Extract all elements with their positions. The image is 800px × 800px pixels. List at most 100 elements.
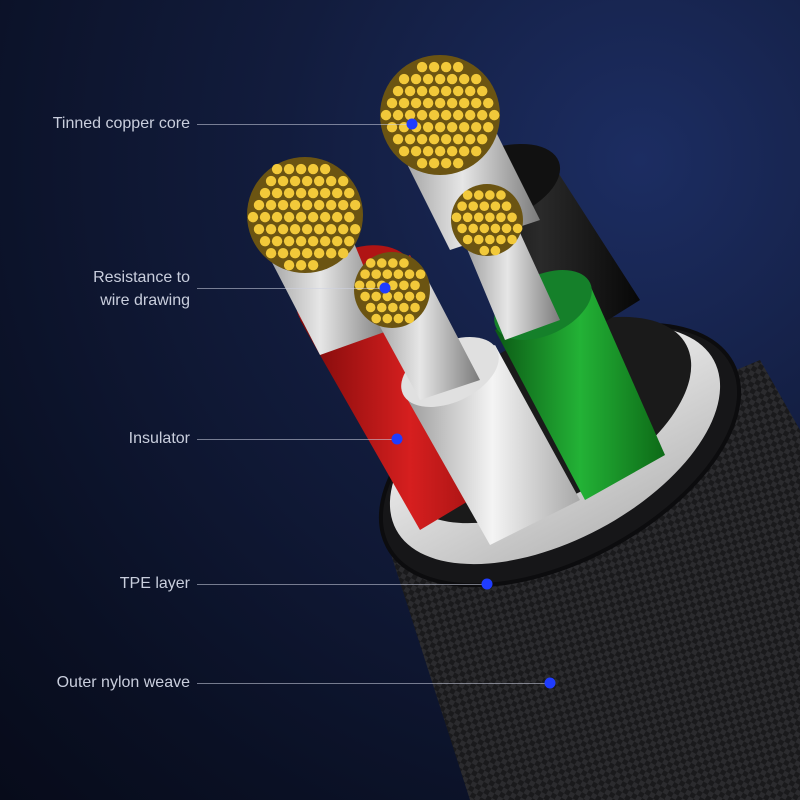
copper-strand — [440, 85, 452, 97]
copper-strand — [271, 187, 283, 199]
copper-strand — [479, 201, 490, 211]
copper-strand — [319, 235, 331, 247]
copper-strand — [338, 175, 349, 187]
copper-strand — [289, 199, 301, 211]
copper-strand — [477, 85, 488, 97]
leader-line — [197, 683, 550, 684]
copper-strand — [446, 73, 458, 85]
copper-strand — [471, 146, 482, 157]
copper-strand — [382, 313, 393, 324]
copper-strand — [452, 61, 464, 73]
copper-strand — [376, 258, 387, 268]
copper-strand — [365, 280, 376, 291]
copper-strand — [490, 245, 501, 256]
copper-strand — [371, 313, 382, 324]
copper-strand — [253, 223, 265, 235]
callout-label: Resistance to wire drawing — [93, 269, 190, 309]
copper-strand — [360, 269, 370, 280]
copper-strand — [271, 163, 283, 175]
copper-strand — [428, 158, 440, 169]
copper-strand — [464, 85, 476, 97]
copper-strand — [331, 187, 343, 199]
copper-strand — [410, 97, 422, 109]
copper-strand — [434, 73, 446, 85]
copper-strand — [473, 212, 484, 223]
copper-strand — [259, 235, 271, 247]
copper-strand — [404, 85, 416, 97]
copper-strand — [440, 109, 452, 121]
copper-strand — [393, 269, 404, 280]
marker-dot — [544, 677, 556, 689]
callout-label: Outer nylon weave — [56, 674, 190, 691]
marker-dot — [481, 578, 493, 590]
leader-line — [197, 124, 412, 125]
copper-strand — [398, 146, 410, 157]
copper-strand — [283, 163, 295, 175]
copper-strand — [307, 260, 319, 271]
leader-line — [197, 288, 385, 289]
copper-strand — [354, 280, 365, 291]
core-face — [380, 55, 500, 175]
copper-strand — [416, 133, 428, 145]
copper-strand — [507, 234, 517, 245]
copper-strand — [428, 133, 440, 145]
copper-strand — [253, 199, 265, 211]
copper-strand — [265, 248, 277, 259]
copper-strand — [490, 223, 501, 234]
copper-strand — [331, 235, 343, 247]
copper-strand — [451, 212, 462, 223]
copper-strand — [422, 121, 434, 133]
copper-strand — [301, 199, 313, 211]
copper-strand — [295, 163, 307, 175]
copper-strand — [301, 248, 313, 259]
copper-strand — [382, 269, 393, 280]
copper-strand — [404, 313, 415, 324]
copper-strand — [295, 187, 307, 199]
copper-strand — [446, 97, 458, 109]
copper-strand — [404, 109, 416, 121]
copper-strand — [399, 258, 409, 268]
copper-strand — [410, 280, 420, 291]
copper-strand — [501, 201, 512, 211]
copper-strand — [477, 133, 488, 145]
leader-line — [197, 439, 397, 440]
copper-strand — [259, 211, 271, 223]
copper-strand — [501, 223, 512, 234]
copper-strand — [428, 85, 440, 97]
copper-strand — [271, 235, 283, 247]
copper-strand — [458, 146, 470, 157]
copper-strand — [462, 234, 473, 245]
copper-strand — [457, 223, 467, 234]
copper-strand — [452, 133, 464, 145]
copper-strand — [295, 211, 307, 223]
copper-strand — [416, 109, 428, 121]
copper-strand — [338, 199, 349, 211]
copper-strand — [319, 187, 331, 199]
copper-strand — [344, 187, 355, 199]
copper-strand — [283, 187, 295, 199]
copper-strand — [477, 109, 488, 121]
copper-strand — [313, 175, 325, 187]
copper-strand — [325, 223, 337, 235]
copper-strand — [462, 212, 473, 223]
copper-strand — [392, 109, 404, 121]
copper-strand — [458, 73, 470, 85]
copper-strand — [496, 234, 506, 245]
copper-strand — [388, 302, 398, 313]
copper-strand — [483, 97, 494, 109]
copper-strand — [398, 73, 410, 85]
copper-strand — [289, 175, 301, 187]
copper-strand — [307, 187, 319, 199]
copper-strand — [452, 109, 464, 121]
copper-strand — [428, 61, 440, 73]
copper-strand — [393, 313, 404, 324]
copper-strand — [440, 133, 452, 145]
copper-strand — [398, 97, 410, 109]
copper-strand — [399, 302, 409, 313]
copper-strand — [416, 85, 428, 97]
copper-strand — [344, 235, 355, 247]
copper-strand — [440, 61, 452, 73]
copper-strand — [416, 158, 428, 169]
copper-strand — [289, 248, 301, 259]
